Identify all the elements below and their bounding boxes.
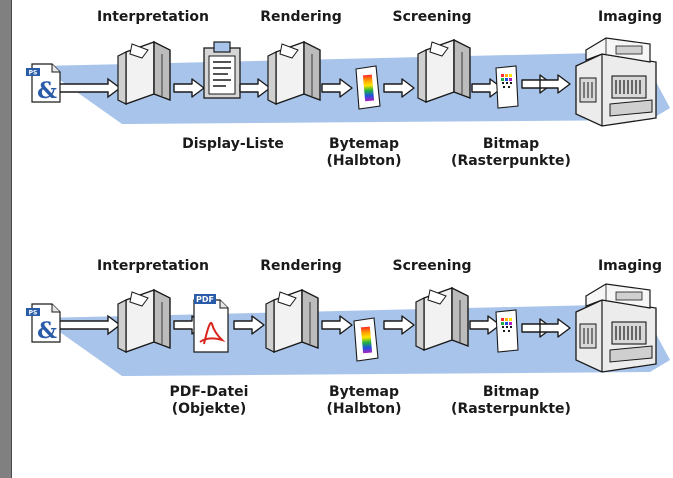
product-label-display-list: Display-Liste	[182, 136, 284, 152]
interpreter-box-icon	[117, 289, 171, 353]
stage-label-imaging: Imaging	[597, 258, 663, 274]
screener-box-icon	[417, 39, 471, 103]
product-label-bytemap: Bytemap (Halbton)	[326, 384, 402, 417]
product-label-bytemap: Bytemap (Halbton)	[326, 136, 402, 169]
stage-label-rendering: Rendering	[260, 258, 342, 274]
display-list-clipboard-icon	[203, 41, 241, 99]
product-label-bitmap: Bitmap (Rasterpunkte)	[451, 136, 571, 169]
renderer-box-icon	[265, 289, 319, 353]
stage-label-imaging: Imaging	[597, 9, 663, 25]
stage-label-interpretation: Interpretation	[97, 258, 209, 274]
product-label-pdf-file: PDF-Datei (Objekte)	[169, 384, 249, 417]
screener-box-icon	[415, 287, 469, 351]
pipeline-1	[25, 37, 670, 127]
postscript-document-icon	[25, 63, 61, 105]
bytemap-page-icon	[353, 317, 379, 362]
arrow-icon	[53, 77, 122, 99]
pdf-badge-text: PDF	[196, 295, 214, 304]
stage-label-rendering: Rendering	[260, 9, 342, 25]
product-label-bitmap: Bitmap (Rasterpunkte)	[451, 384, 571, 417]
pipeline-2: PDF	[25, 283, 670, 376]
left-frame-bar	[0, 0, 12, 478]
printer-icon	[575, 283, 657, 373]
renderer-box-icon	[267, 41, 321, 105]
stage-label-screening: Screening	[392, 9, 472, 25]
interpreter-box-icon	[117, 41, 171, 105]
stage-label-screening: Screening	[392, 258, 472, 274]
pdf-file-icon	[193, 299, 229, 353]
stage-label-interpretation: Interpretation	[97, 9, 209, 25]
postscript-document-icon	[25, 303, 61, 345]
pdf-badge: PDF	[194, 294, 216, 304]
arrow-icon	[53, 314, 122, 336]
printer-icon	[575, 37, 657, 127]
bitmap-page-icon	[495, 65, 519, 109]
bytemap-page-icon	[355, 65, 381, 110]
bitmap-page-icon	[495, 309, 519, 353]
